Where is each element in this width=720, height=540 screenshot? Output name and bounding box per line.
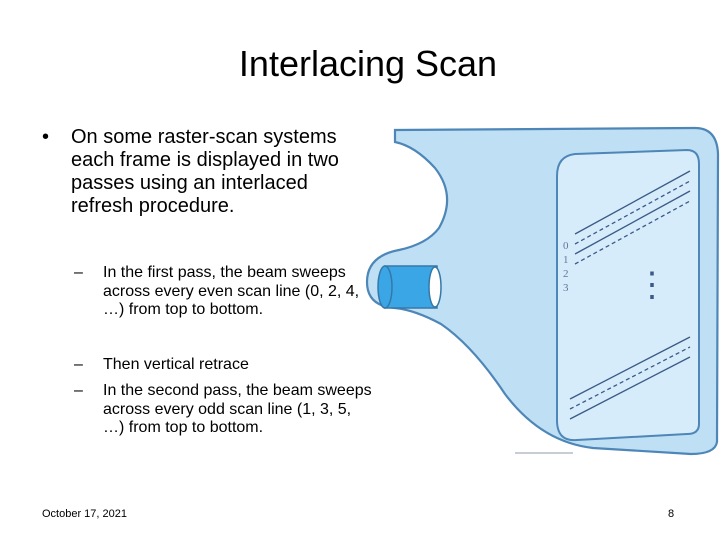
scan-line-bottom-3 — [569, 356, 691, 420]
ellipsis-dots: ⋮ — [635, 267, 669, 304]
scan-line-2 — [574, 190, 691, 255]
sub-bullet-text: In the second pass, the beam sweeps acro… — [103, 382, 372, 436]
scan-line-bottom-1 — [569, 336, 691, 400]
crt-interlace-diagram: 0 1 2 3 ⋮ — [365, 124, 720, 459]
sub-bullet-dash: – — [74, 356, 83, 373]
scan-line-label-0: 0 — [563, 240, 569, 252]
caption-line — [515, 452, 573, 454]
bullet-dot: • — [42, 126, 50, 148]
crt-screen — [556, 148, 700, 442]
scan-line-0 — [574, 170, 691, 235]
scan-line-label-3: 3 — [563, 282, 569, 294]
main-bullet-text: On some raster-scan systems each frame i… — [71, 126, 339, 217]
crt-tube-illustration: 0 1 2 3 ⋮ — [365, 126, 720, 456]
footer-date: October 17, 2021 — [42, 508, 128, 520]
scan-line-number-labels: 0 1 2 3 — [563, 240, 569, 294]
sub-bullet-text: Then vertical retrace — [103, 356, 249, 373]
slide-number: 8 — [668, 508, 675, 520]
scan-line-3 — [574, 200, 691, 265]
scan-line-1 — [574, 180, 691, 245]
sub-bullet-text: In the first pass, the beam sweeps acros… — [103, 264, 360, 318]
scan-lines-top — [574, 170, 691, 265]
scan-lines-bottom — [569, 336, 691, 420]
scan-line-bottom-2 — [569, 346, 691, 410]
sub-bullet-dash: – — [74, 382, 83, 399]
scan-line-label-2: 2 — [563, 268, 569, 280]
slide-title: Interlacing Scan — [238, 43, 498, 84]
electron-gun-icon — [377, 265, 442, 309]
scan-line-label-1: 1 — [563, 254, 569, 266]
sub-bullet-dash: – — [74, 264, 83, 281]
